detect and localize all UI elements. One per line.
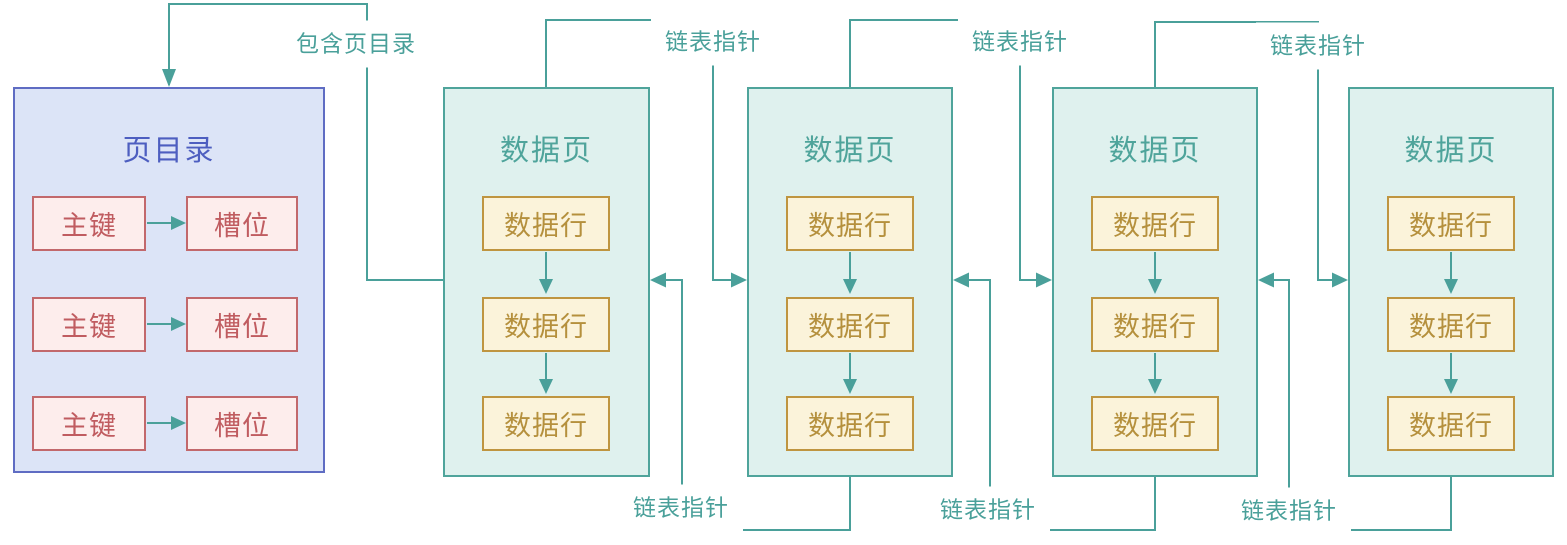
primary-key-box-3: 主键 [32, 396, 146, 451]
data-row-box-4-3: 数据行 [1387, 396, 1515, 451]
arrowhead-right-into-page-4 [1332, 272, 1348, 288]
arrowhead-left-into-page-3 [1258, 272, 1274, 288]
data-row-box-1-3: 数据行 [482, 396, 610, 451]
data-row-box-2-2: 数据行 [786, 297, 914, 352]
primary-key-box-1: 主键 [32, 196, 146, 251]
page-directory-title: 页目录 [122, 135, 216, 167]
primary-key-box-2: 主键 [32, 297, 146, 352]
data-row-box-3-2: 数据行 [1091, 297, 1219, 352]
arrowhead-down-into-directory [162, 69, 176, 87]
data-row-box-2-1: 数据行 [786, 196, 914, 251]
linked-list-pointer-label-bottom-2: 链表指针 [926, 486, 1050, 534]
arrowhead-right-into-page-3 [1036, 272, 1052, 288]
arrowhead-right-into-page-2 [731, 272, 747, 288]
data-row-box-1-2: 数据行 [482, 297, 610, 352]
data-page-title-4: 数据页 [1404, 135, 1498, 167]
data-page-title-1: 数据页 [499, 135, 593, 167]
data-row-box-4-1: 数据行 [1387, 196, 1515, 251]
data-page-title-2: 数据页 [803, 135, 897, 167]
linked-list-pointer-label-bottom-3: 链表指针 [1227, 487, 1351, 535]
linked-list-pointer-label-bottom-1: 链表指针 [619, 484, 743, 532]
linked-list-pointer-label-top-1: 链表指针 [651, 18, 775, 66]
contains-page-directory-label: 包含页目录 [282, 20, 430, 68]
linked-list-pointer-label-top-3: 链表指针 [1256, 22, 1380, 70]
slot-box-1: 槽位 [186, 196, 298, 251]
data-row-box-1-1: 数据行 [482, 196, 610, 251]
data-row-box-3-3: 数据行 [1091, 396, 1219, 451]
linked-list-pointer-label-top-2: 链表指针 [958, 18, 1082, 66]
data-row-box-3-1: 数据行 [1091, 196, 1219, 251]
arrowhead-left-into-page-2 [953, 272, 969, 288]
arrowhead-left-into-page-1 [650, 272, 666, 288]
data-page-title-3: 数据页 [1108, 135, 1202, 167]
slot-box-2: 槽位 [186, 297, 298, 352]
data-row-box-4-2: 数据行 [1387, 297, 1515, 352]
data-row-box-2-3: 数据行 [786, 396, 914, 451]
slot-box-3: 槽位 [186, 396, 298, 451]
